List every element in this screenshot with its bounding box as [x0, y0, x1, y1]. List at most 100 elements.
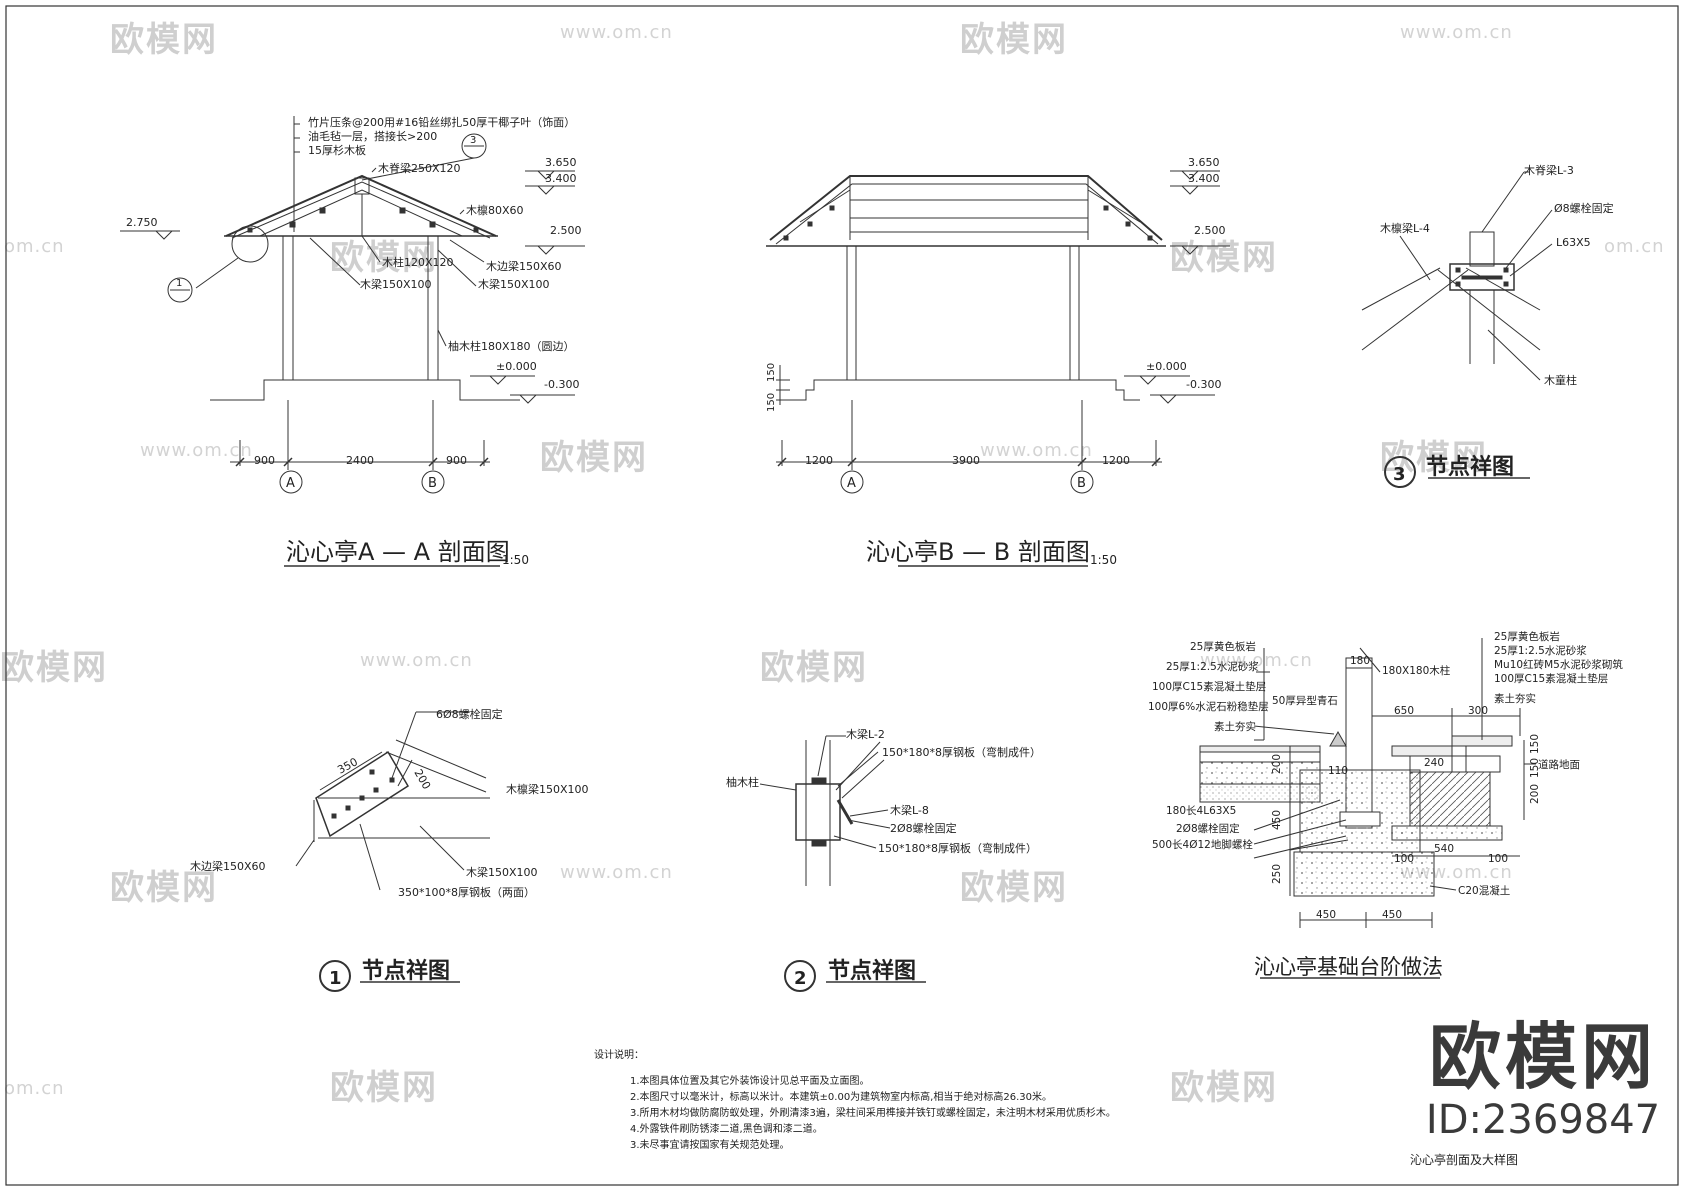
d3-label: 木檩梁L-4 [1380, 221, 1430, 235]
fd-right-label: 100厚C15素混凝土垫层 [1494, 672, 1608, 685]
aa-label-col-small: 木柱120X120 [382, 255, 454, 269]
fd-bottom-label: 180长4L63X5 [1166, 805, 1236, 817]
aa-label-edge: 木边梁150X60 [486, 259, 562, 273]
aa-note: 15厚杉木板 [308, 143, 366, 157]
fd-dim: 450 [1316, 909, 1336, 921]
fd-title: 沁心亭基础台阶做法 [1254, 955, 1443, 979]
aa-label-beam: 木梁150X100 [478, 277, 550, 291]
d2-title: 节点祥图 [828, 958, 916, 984]
aa-title: 沁心亭A — A 剖面图 [286, 538, 510, 566]
fd-road-label: 道路地面 [1538, 758, 1580, 771]
bb-dim: 1200 [1102, 454, 1130, 467]
d2-number: 2 [794, 968, 807, 989]
aa-elev: 2.750 [126, 216, 158, 229]
fd-dim: 250 [1271, 864, 1283, 884]
fd-right-label: 25厚黄色板岩 [1494, 630, 1560, 643]
aa-label-ridge: 木脊梁250X120 [378, 161, 461, 175]
aa-axis: B [428, 476, 437, 491]
aa-dim: 900 [254, 454, 275, 467]
aa-elev: 3.400 [545, 172, 577, 185]
notes-item: 3.未尽事宜请按国家有关规范处理。 [630, 1138, 790, 1151]
d3-label: 木童柱 [1544, 373, 1577, 387]
fd-dim: 200 [1271, 754, 1283, 774]
fd-right-label: 25厚1:2.5水泥砂浆 [1494, 644, 1587, 657]
d3-title: 节点祥图 [1426, 454, 1514, 480]
aa-label-col-main: 柚木柱180X180（圆边） [448, 339, 575, 353]
detail-2-text: 木梁L-2 150*180*8厚钢板（弯制成件） 柚木柱 木梁L-8 2Ø8螺栓… [726, 727, 1041, 989]
fd-left-label: 50厚异型青石 [1272, 694, 1338, 707]
d2-label: 木梁L-8 [890, 803, 929, 817]
brand-block: 欧模网 ID:2369847 [1418, 1018, 1668, 1144]
d2-label: 柚木柱 [726, 775, 759, 789]
fd-left-label: 100厚C15素混凝土垫层 [1152, 680, 1266, 693]
d2-label: 150*180*8厚钢板（弯制成件） [882, 745, 1041, 759]
aa-elev: 3.650 [545, 156, 577, 169]
detail-1 [295, 711, 490, 992]
fd-dim: 540 [1434, 843, 1454, 855]
brand-id: ID:2369847 [1425, 1097, 1661, 1143]
bb-elev: ±0.000 [1146, 360, 1187, 373]
d3-label: L63X5 [1556, 236, 1591, 249]
bb-side-dim: 150 [766, 363, 777, 382]
notes-item: 4.外露铁件刷防锈漆二道,黑色调和漆二道。 [630, 1122, 823, 1135]
d1-number: 1 [329, 968, 342, 989]
bb-axis: A [847, 476, 856, 491]
notes-heading: 设计说明： [594, 1048, 644, 1061]
aa-elev: 2.500 [550, 224, 582, 237]
fd-dim: 100 [1488, 853, 1508, 865]
aa-scale: 1:50 [502, 553, 529, 567]
fd-dim: 450 [1271, 810, 1283, 830]
d3-label: 木脊梁L-3 [1524, 163, 1574, 177]
fd-left-label: 素土夯实 [1214, 720, 1256, 733]
sheet-border [5, 5, 1679, 1186]
d2-label: 2Ø8螺栓固定 [890, 821, 957, 835]
aa-note: 油毛毡一层，搭接长>200 [308, 129, 437, 143]
sheet-title: 沁心亭剖面及大样图 [1410, 1152, 1518, 1167]
notes-item: 3.所用木材均做防腐防蚁处理，外刷清漆3遍，梁柱间采用榫接并铁钉或螺栓固定，未注… [630, 1106, 1116, 1119]
fd-dim: 240 [1424, 757, 1444, 769]
aa-note: 竹片压条@200用#16铅丝绑扎50厚干椰子叶（饰面） [308, 115, 575, 129]
notes-item: 1.本图具体位置及其它外装饰设计见总平面及立面图。 [630, 1074, 870, 1087]
fd-left-label: 25厚黄色板岩 [1190, 640, 1256, 653]
aa-callout: 1 [176, 278, 182, 289]
fd-left-label: 100厚6%水泥石粉稳垫层 [1148, 700, 1269, 713]
bb-scale: 1:50 [1090, 553, 1117, 567]
bb-elev: 2.500 [1194, 224, 1226, 237]
fd-right-label: Mu10红砖M5水泥砂浆砌筑 [1494, 658, 1623, 671]
d1-label: 6Ø8螺栓固定 [436, 707, 503, 721]
d3-label: Ø8螺栓固定 [1554, 201, 1614, 215]
d2-label: 木梁L-2 [846, 727, 885, 741]
bb-elev: 3.650 [1188, 156, 1220, 169]
d1-label: 350*100*8厚钢板（两面） [398, 885, 535, 899]
brand-logo: 欧模网 [1428, 1015, 1657, 1099]
foundation-text: 25厚黄色板岩 25厚1:2.5水泥砂浆 100厚C15素混凝土垫层 100厚6… [1148, 630, 1623, 979]
d2-label: 150*180*8厚钢板（弯制成件） [878, 841, 1037, 855]
d1-label: 木檩梁150X100 [506, 782, 589, 796]
aa-callout: 3 [470, 135, 476, 146]
fd-dim: 450 [1382, 909, 1402, 921]
bb-axis: B [1077, 476, 1086, 491]
bb-elev: 3.400 [1188, 172, 1220, 185]
fd-dim: 200 [1529, 784, 1541, 804]
fd-bottom-label: C20混凝土 [1458, 884, 1510, 897]
bb-elev: -0.300 [1186, 378, 1221, 391]
fd-dim: 110 [1328, 765, 1348, 777]
fd-right-label: 素土夯实 [1494, 692, 1536, 705]
aa-dim: 900 [446, 454, 467, 467]
fd-left-label: 25厚1:2.5水泥砂浆 [1166, 660, 1259, 673]
detail-1-text: 6Ø8螺栓固定 木檩梁150X100 木边梁150X60 木梁150X100 3… [190, 707, 589, 989]
d3-number: 3 [1393, 464, 1406, 485]
bb-side-dim: 150 [766, 393, 777, 412]
section-bb [766, 170, 1230, 567]
d1-dim: 200 [411, 767, 433, 792]
fd-dim: 300 [1468, 705, 1488, 717]
fd-col-label: 180X180木柱 [1382, 664, 1451, 677]
d1-label: 木边梁150X60 [190, 859, 266, 873]
section-bb-text: 3.650 3.400 2.500 ±0.000 -0.300 1200 390… [766, 156, 1226, 567]
aa-elev: -0.300 [544, 378, 579, 391]
aa-elev: ±0.000 [496, 360, 537, 373]
section-aa [120, 116, 585, 567]
detail-3-text: 木脊梁L-3 Ø8螺栓固定 L63X5 木檩梁L-4 木童柱 3 节点祥图 [1380, 163, 1614, 485]
fd-dim: 100 [1394, 853, 1414, 865]
